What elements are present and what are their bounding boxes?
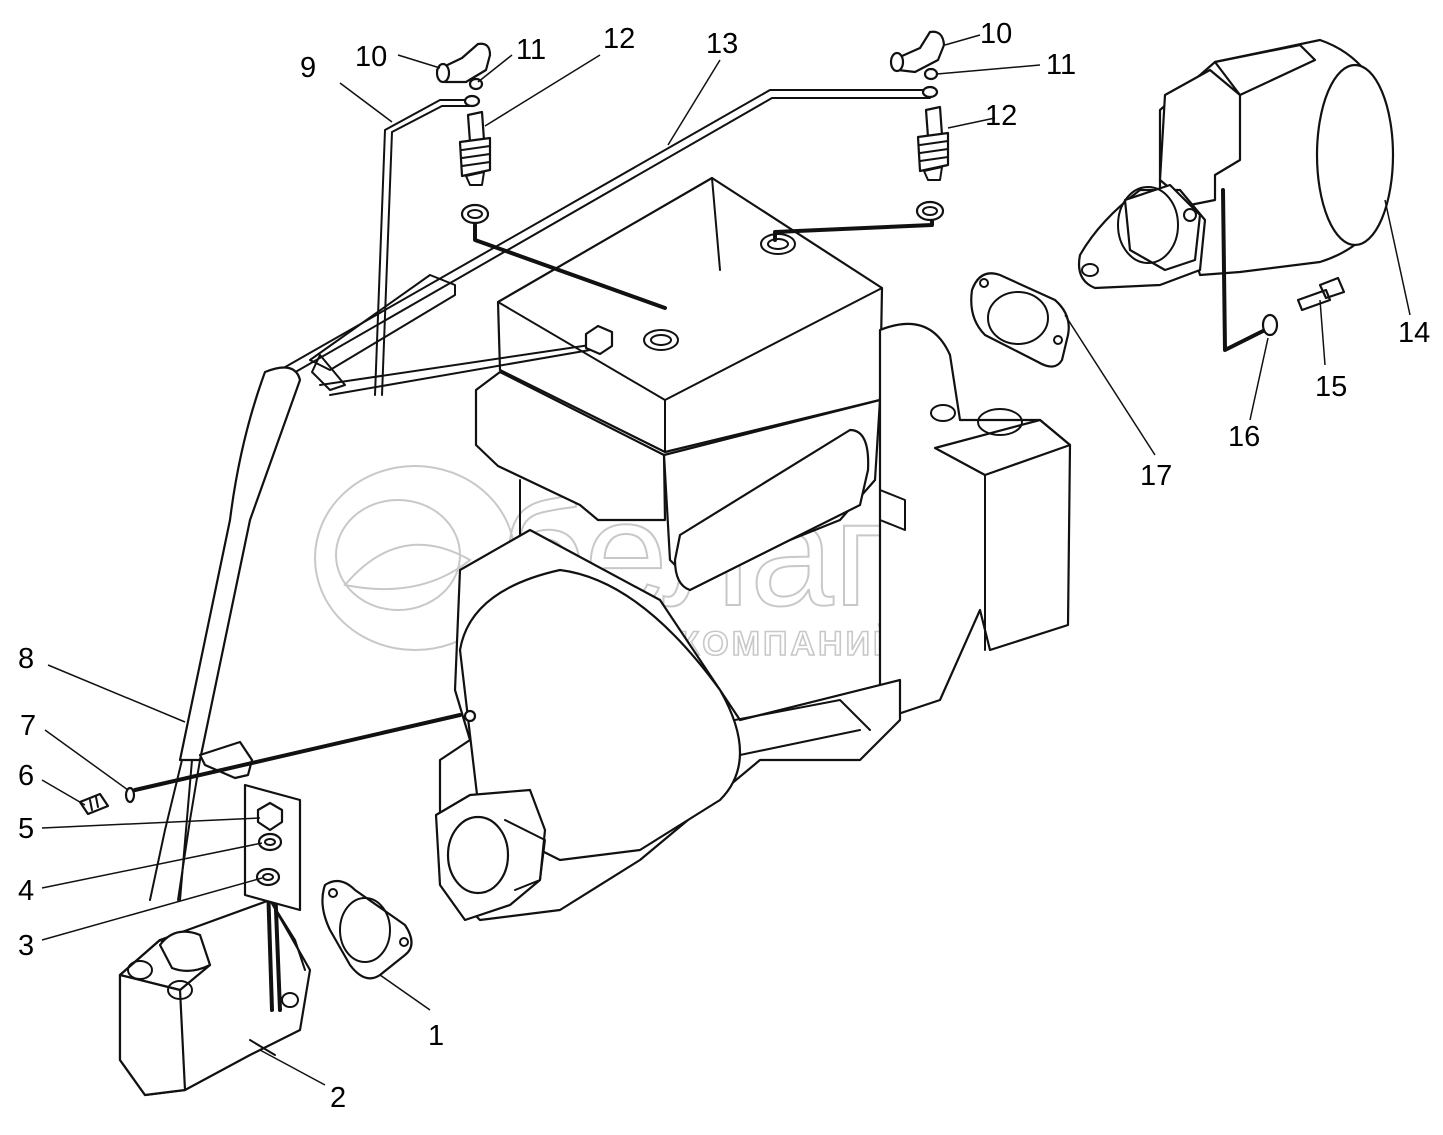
- fittings-right: [889, 30, 950, 222]
- callout-12-right: 12: [985, 100, 1017, 132]
- callout-3: 3: [18, 930, 34, 962]
- part-10-fitting-left: [435, 42, 492, 84]
- part-12-plug-left: [458, 110, 492, 186]
- hose-8: [178, 366, 302, 762]
- part-5-bracket-plate: [243, 783, 302, 912]
- callout-17: 17: [1140, 460, 1172, 492]
- part-14-starter: [1077, 38, 1395, 352]
- callout-10-left: 10: [355, 41, 387, 73]
- callout-labels: 1 2 3 4 5 6 7 8 9 10 11 12 13 10 11 12 1…: [18, 18, 1430, 1114]
- callout-12-left: 12: [603, 23, 635, 55]
- callout-13: 13: [706, 28, 738, 60]
- callout-16: 16: [1228, 421, 1260, 453]
- part-15-bolt: [1296, 276, 1346, 312]
- part-10-fitting-right: [891, 30, 946, 74]
- watermark-logo-swirl: [343, 543, 472, 591]
- pipe-13: [279, 89, 931, 371]
- callout-1: 1: [428, 1020, 444, 1052]
- callout-9: 9: [300, 52, 316, 84]
- pipes: [133, 89, 934, 901]
- leader-lines: [41, 34, 1411, 1086]
- fittings-left: [435, 42, 492, 225]
- callout-7: 7: [20, 710, 36, 742]
- callout-5: 5: [18, 813, 34, 845]
- part-2-pump: [118, 883, 312, 1097]
- engine-block: [434, 176, 1072, 922]
- watermark-logo-inner: [335, 499, 461, 611]
- callout-4: 4: [18, 875, 34, 907]
- part-17-gasket: [970, 272, 1070, 368]
- callout-11-right: 11: [1046, 49, 1076, 81]
- pipe-9: [374, 99, 471, 396]
- part-11-washer-right: [923, 67, 939, 81]
- callout-2: 2: [330, 1082, 346, 1114]
- part-1-gasket: [321, 879, 413, 980]
- callout-10-right: 10: [980, 18, 1012, 50]
- callout-11-left: 11: [516, 34, 546, 66]
- callout-14: 14: [1398, 317, 1430, 349]
- callout-15: 15: [1315, 371, 1347, 403]
- part-7-washer: [124, 786, 136, 804]
- callout-6: 6: [18, 760, 34, 792]
- part-6-bolt: [78, 792, 110, 816]
- callout-8: 8: [18, 643, 34, 675]
- part-16-washer: [1261, 313, 1279, 337]
- part-12-plug-right: [916, 105, 950, 181]
